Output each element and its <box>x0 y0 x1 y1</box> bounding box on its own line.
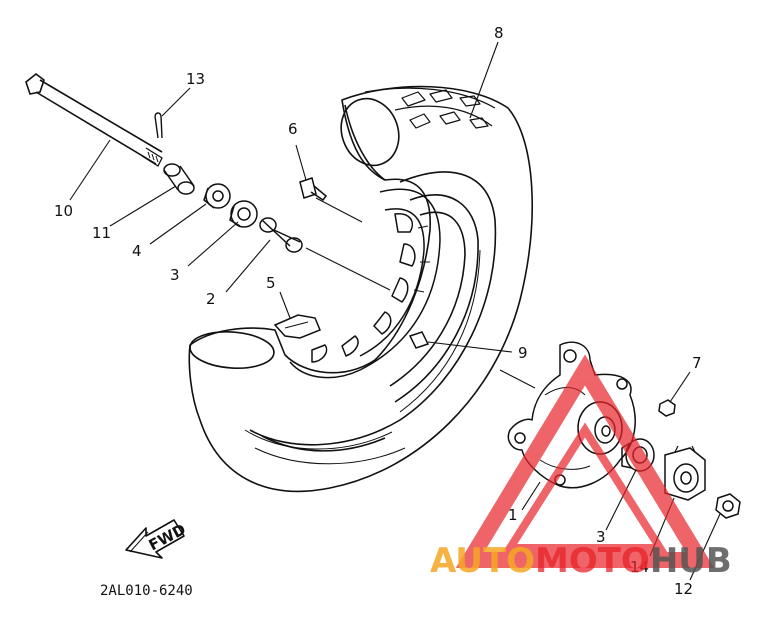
axle-shaft <box>25 72 163 167</box>
hub-nut <box>658 399 676 417</box>
valve-bolt <box>408 331 430 349</box>
fwd-arrow: FWD <box>125 519 189 559</box>
callout-5: 5 <box>266 274 276 292</box>
callout-8: 8 <box>494 24 504 42</box>
spacer-2 <box>259 217 303 253</box>
callout-11: 11 <box>92 224 111 242</box>
watermark-hub: HUB <box>650 541 732 581</box>
watermark-text: AUTOMOTOHUB <box>430 541 732 581</box>
wheel-tire <box>188 85 533 493</box>
axle-nut <box>715 493 741 519</box>
callout-3-left: 3 <box>170 266 180 284</box>
watermark-moto: MOTO <box>535 541 650 581</box>
watermark-auto: AUTO <box>430 541 535 581</box>
callout-3-right: 3 <box>596 528 606 546</box>
bolt <box>299 177 328 202</box>
callout-7: 7 <box>692 354 702 372</box>
oil-seal <box>203 183 231 209</box>
watermark-logo-triangle <box>455 354 715 568</box>
callout-12: 12 <box>674 580 693 598</box>
wheel-rim <box>289 188 441 379</box>
leader-lines <box>69 41 721 581</box>
callout-2: 2 <box>206 290 216 308</box>
callout-labels: 8 13 6 10 11 4 3 5 2 9 7 1 3 14 12 <box>54 24 702 598</box>
cotter-pin <box>154 112 163 139</box>
collar <box>664 445 706 501</box>
callout-9: 9 <box>518 344 528 362</box>
callout-10: 10 <box>54 202 73 220</box>
part-5-bracket <box>273 314 321 339</box>
callout-4: 4 <box>132 242 142 260</box>
bearing-left <box>229 200 258 228</box>
callout-1: 1 <box>508 506 518 524</box>
spacer-11 <box>163 163 195 195</box>
watermark: AUTOMOTOHUB <box>430 354 732 581</box>
diagram-part-code: 2AL010-6240 <box>100 583 193 599</box>
callout-13: 13 <box>186 70 205 88</box>
callout-6: 6 <box>288 120 298 138</box>
